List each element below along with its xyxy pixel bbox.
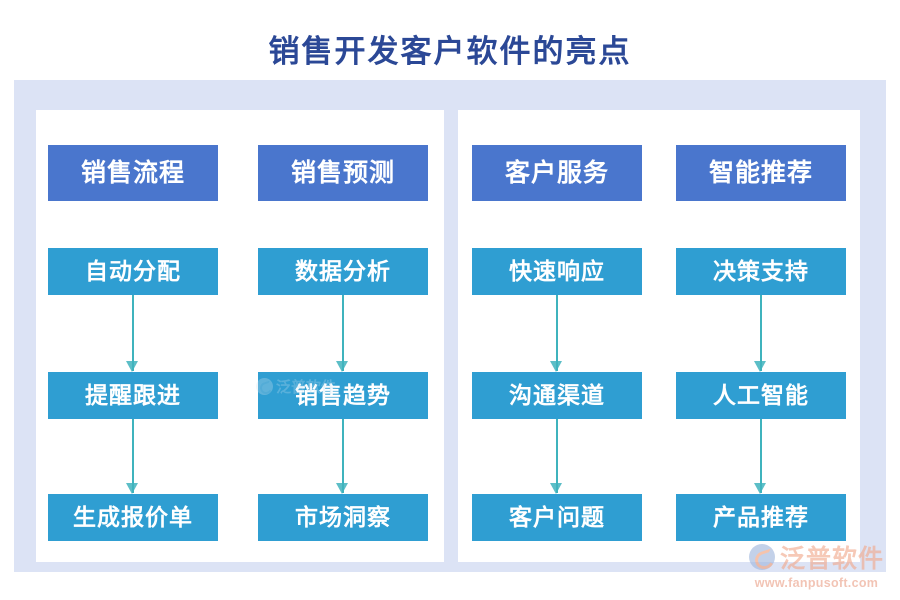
node-step-product-recommendation[interactable]: 产品推荐 bbox=[676, 494, 846, 541]
node-header-sales-forecast[interactable]: 销售预测 bbox=[258, 145, 428, 201]
node-step-auto-assign[interactable]: 自动分配 bbox=[48, 248, 218, 295]
arrow-down-icon bbox=[336, 419, 350, 494]
node-step-fast-response[interactable]: 快速响应 bbox=[472, 248, 642, 295]
node-step-generate-quote[interactable]: 生成报价单 bbox=[48, 494, 218, 541]
node-step-data-analysis[interactable]: 数据分析 bbox=[258, 248, 428, 295]
node-step-artificial-intelligence[interactable]: 人工智能 bbox=[676, 372, 846, 419]
arrow-down-icon bbox=[754, 295, 768, 372]
arrow-down-icon bbox=[550, 419, 564, 494]
node-step-decision-support[interactable]: 决策支持 bbox=[676, 248, 846, 295]
node-step-market-insight[interactable]: 市场洞察 bbox=[258, 494, 428, 541]
node-header-smart-recommendation[interactable]: 智能推荐 bbox=[676, 145, 846, 201]
node-step-sales-trend[interactable]: 销售趋势 bbox=[258, 372, 428, 419]
page-title: 销售开发客户软件的亮点 bbox=[268, 34, 632, 69]
node-step-customer-issue[interactable]: 客户问题 bbox=[472, 494, 642, 541]
node-header-customer-service[interactable]: 客户服务 bbox=[472, 145, 642, 201]
arrow-down-icon bbox=[754, 419, 768, 494]
arrow-down-icon bbox=[336, 295, 350, 372]
watermark-url: www.fanpusoft.com bbox=[754, 576, 879, 590]
node-step-communication-channel[interactable]: 沟通渠道 bbox=[472, 372, 642, 419]
node-step-reminder-followup[interactable]: 提醒跟进 bbox=[48, 372, 218, 419]
arrow-down-icon bbox=[126, 295, 140, 372]
arrow-down-icon bbox=[126, 419, 140, 494]
node-header-sales-process[interactable]: 销售流程 bbox=[48, 145, 218, 201]
arrow-down-icon bbox=[550, 295, 564, 372]
